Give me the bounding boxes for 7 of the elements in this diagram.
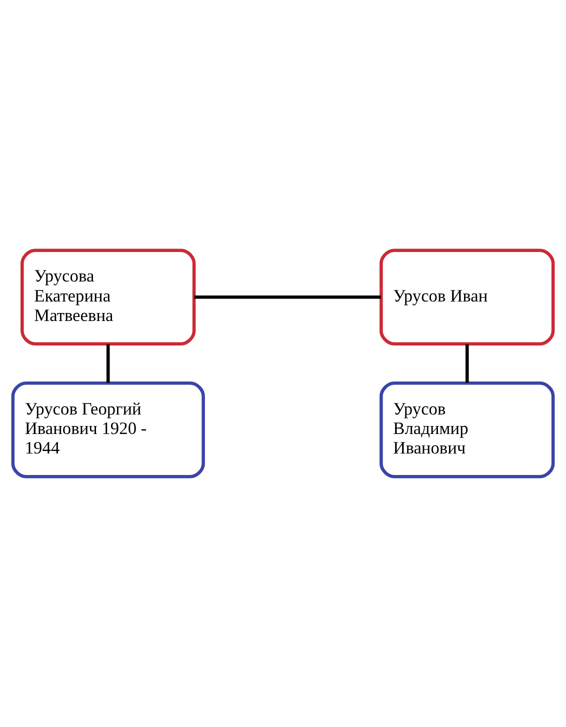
node-box: Урусов Владимир Иванович <box>380 381 555 478</box>
node-box: Урусов Георгий Иванович 1920 - 1944 <box>11 381 205 478</box>
connector <box>194 296 381 299</box>
node-box: Урусов Иван <box>380 248 555 346</box>
node-box: Урусова Екатерина Матвеевна <box>20 248 196 346</box>
connector <box>106 344 110 383</box>
connector <box>466 344 469 383</box>
